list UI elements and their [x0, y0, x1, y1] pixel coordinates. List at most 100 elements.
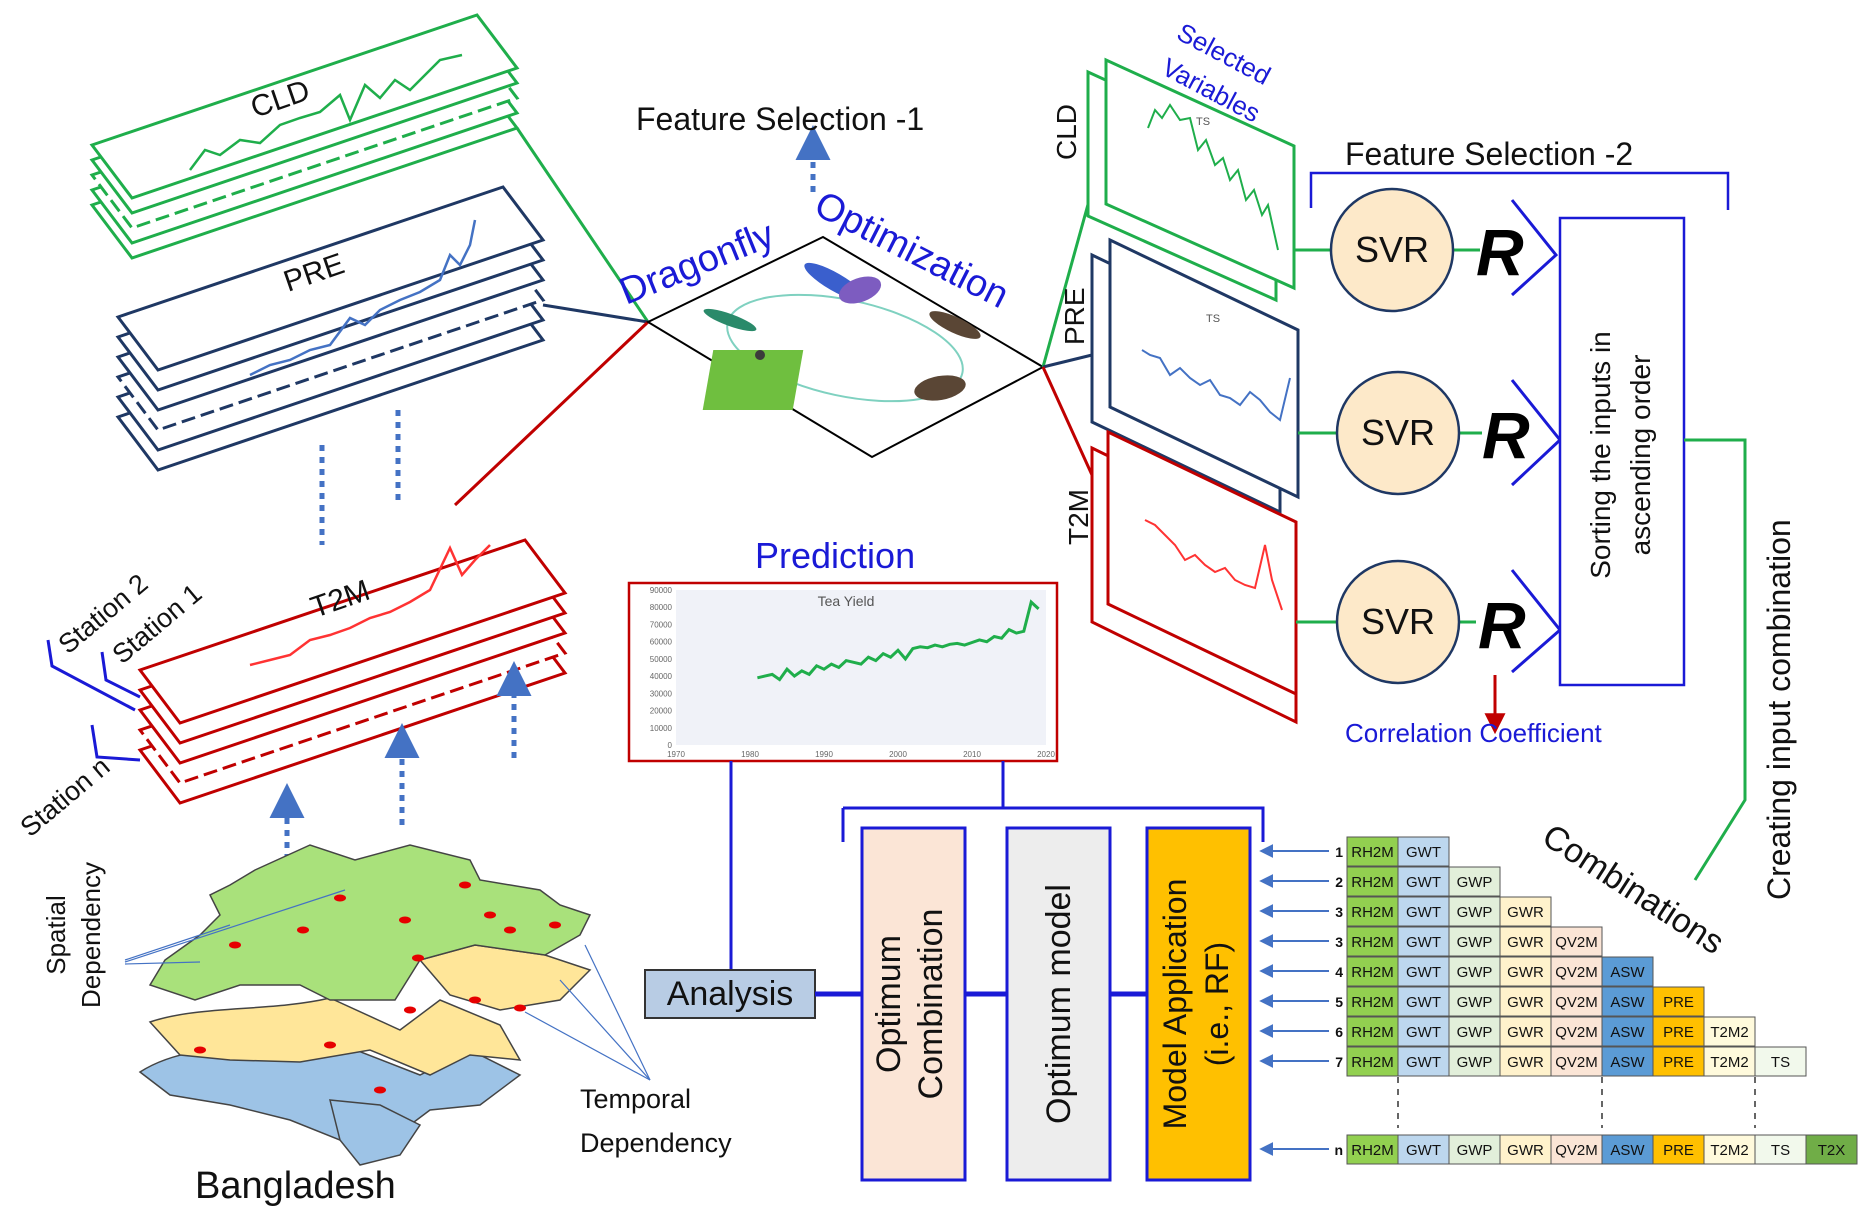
combination-cell [1448, 1134, 1501, 1165]
layer-connectors [453, 127, 650, 507]
optimum-combination-line1: Optimum [870, 935, 908, 1073]
sorting-box [1558, 216, 1686, 687]
model-application-line1: Model Application [1157, 879, 1193, 1130]
pre-layer-stack [115, 185, 546, 472]
optimum-combination-line2: Combination [912, 909, 950, 1100]
ts-marker: TS [1196, 116, 1210, 128]
grass-image [702, 350, 804, 410]
ts-marker-2: TS [1206, 313, 1220, 325]
combination-cell-label: ASW [1610, 1054, 1645, 1071]
x-tick-label: 1990 [815, 750, 833, 759]
right-cld-label: CLD [1051, 104, 1082, 160]
combination-cell [1550, 926, 1603, 957]
right-pre-label: PRE [1059, 287, 1090, 345]
y-tick-label: 20000 [650, 707, 673, 716]
combination-cell-label: T2M2 [1710, 1054, 1748, 1071]
combination-cell-label: TS [1771, 1054, 1790, 1071]
r-letter-2: R [1482, 398, 1530, 472]
chart-connectors [729, 761, 1265, 970]
correlation-label: Correlation Coefficient [1345, 718, 1603, 748]
svr-label-3: SVR [1361, 601, 1435, 642]
combination-cell [1601, 1046, 1654, 1077]
x-tick-label: 2010 [963, 750, 981, 759]
combination-cell-label: GWT [1406, 874, 1441, 891]
combination-cell-label: GWT [1406, 1142, 1441, 1159]
combination-cell-label: GWT [1406, 934, 1441, 951]
cld-layer-stack [89, 13, 520, 260]
svr-label-2: SVR [1361, 412, 1435, 453]
x-tick-label: 1970 [667, 750, 685, 759]
selected-cld-layer [1086, 57, 1296, 303]
combination-cell-label: GWP [1457, 874, 1493, 891]
combination-cell-label: GWR [1507, 1054, 1544, 1071]
station-ticks [46, 639, 141, 762]
combination-cell-label: TS [1771, 1142, 1790, 1159]
y-tick-label: 0 [668, 741, 673, 750]
r-letter-1: R [1476, 215, 1524, 289]
combination-cell-label: QV2M [1555, 964, 1598, 981]
combination-cell [1499, 986, 1552, 1017]
x-tick-label: 1980 [741, 750, 759, 759]
tea-yield-line [757, 599, 1040, 682]
temporal-line2: Dependency [580, 1128, 732, 1158]
combination-cell-label: GWR [1507, 1024, 1544, 1041]
combination-cell [1346, 1134, 1399, 1165]
combination-cell-label: QV2M [1555, 934, 1598, 951]
combination-cell-label: GWP [1457, 1142, 1493, 1159]
combination-cell-label: T2M2 [1710, 1024, 1748, 1041]
optimum-model-box [1005, 826, 1112, 1182]
y-tick-label: 40000 [650, 672, 673, 681]
station-n-label: Station n [15, 751, 116, 842]
selected-t2m-layer [1090, 429, 1298, 725]
feature-selection-2-label: Feature Selection -2 [1345, 136, 1633, 172]
combination-cell-label: GWR [1507, 934, 1544, 951]
dragonfly-icon [804, 262, 882, 304]
combination-row-number: 2 [1335, 874, 1343, 890]
combination-cell [1550, 956, 1603, 987]
data-flow-arrows [269, 125, 831, 860]
combination-cell-label: GWR [1507, 1142, 1544, 1159]
combination-row-number: 6 [1335, 1024, 1343, 1040]
combination-cell-label: PRE [1663, 1054, 1694, 1071]
svr-connectors [1294, 248, 1482, 624]
combination-cell [1397, 986, 1450, 1017]
combination-cell [1397, 866, 1450, 897]
combination-cell-label: RH2M [1351, 1054, 1394, 1071]
combination-cell [1397, 926, 1450, 957]
combination-cell [1346, 986, 1399, 1017]
y-tick-label: 30000 [650, 689, 673, 698]
combination-cell-label: QV2M [1555, 1024, 1598, 1041]
dragonfly-icon [703, 308, 757, 332]
y-tick-label: 60000 [650, 638, 673, 647]
combination-cell-label: GWT [1406, 994, 1441, 1011]
combination-cell-label: GWT [1406, 904, 1441, 921]
prediction-label: Prediction [755, 535, 915, 576]
combination-cell-label: ASW [1610, 964, 1645, 981]
combination-cell-label: RH2M [1351, 1142, 1394, 1159]
combination-cell [1805, 1134, 1858, 1165]
spatial-line2: Dependency [76, 862, 106, 1008]
combination-cell [1754, 1134, 1807, 1165]
t2m-layer-stack [137, 538, 568, 805]
combination-cell-label: GWP [1457, 1054, 1493, 1071]
combination-cell-label: RH2M [1351, 904, 1394, 921]
temporal-line1: Temporal [580, 1084, 691, 1114]
combination-cell [1397, 896, 1450, 927]
selected-connectors [1041, 189, 1094, 476]
combination-cell [1346, 926, 1399, 957]
combination-row-number: 3 [1335, 904, 1343, 920]
combination-cell-label: T2M2 [1710, 1142, 1748, 1159]
combination-cell-label: GWP [1457, 904, 1493, 921]
y-tick-label: 90000 [650, 586, 673, 595]
combination-cell [1499, 956, 1552, 987]
combination-cell [1346, 866, 1399, 897]
combination-cell-label: GWP [1457, 1024, 1493, 1041]
combination-cell-label: GWT [1406, 964, 1441, 981]
chart-title: Tea Yield [818, 593, 875, 609]
feature-selection-1-label: Feature Selection -1 [636, 101, 924, 137]
combination-cell [1448, 926, 1501, 957]
combination-cell-label: GWR [1507, 964, 1544, 981]
combination-cell [1601, 956, 1654, 987]
